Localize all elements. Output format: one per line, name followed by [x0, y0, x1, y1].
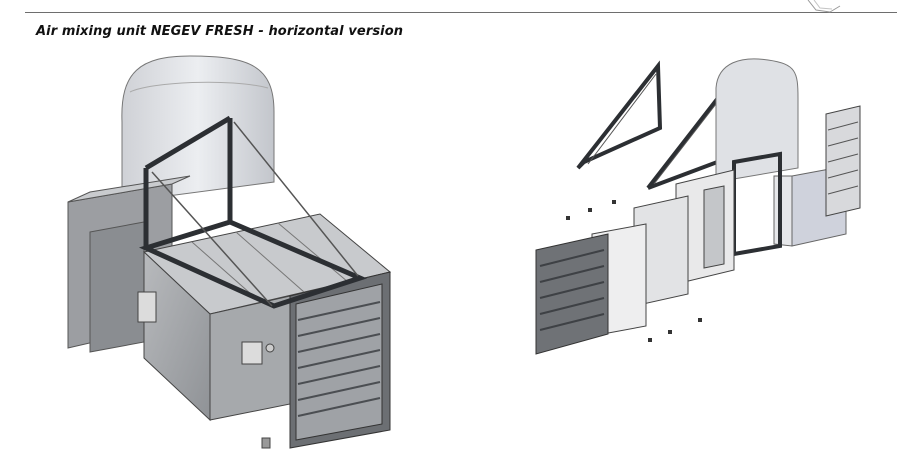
page-title: Air mixing unit NEGEV FRESH - horizontal…: [36, 24, 404, 39]
assembled-unit-illustration: [67, 55, 392, 449]
exploded-view-illustration: [535, 58, 861, 355]
top-rule: [25, 12, 897, 13]
page-corner-mark: [807, 0, 841, 13]
